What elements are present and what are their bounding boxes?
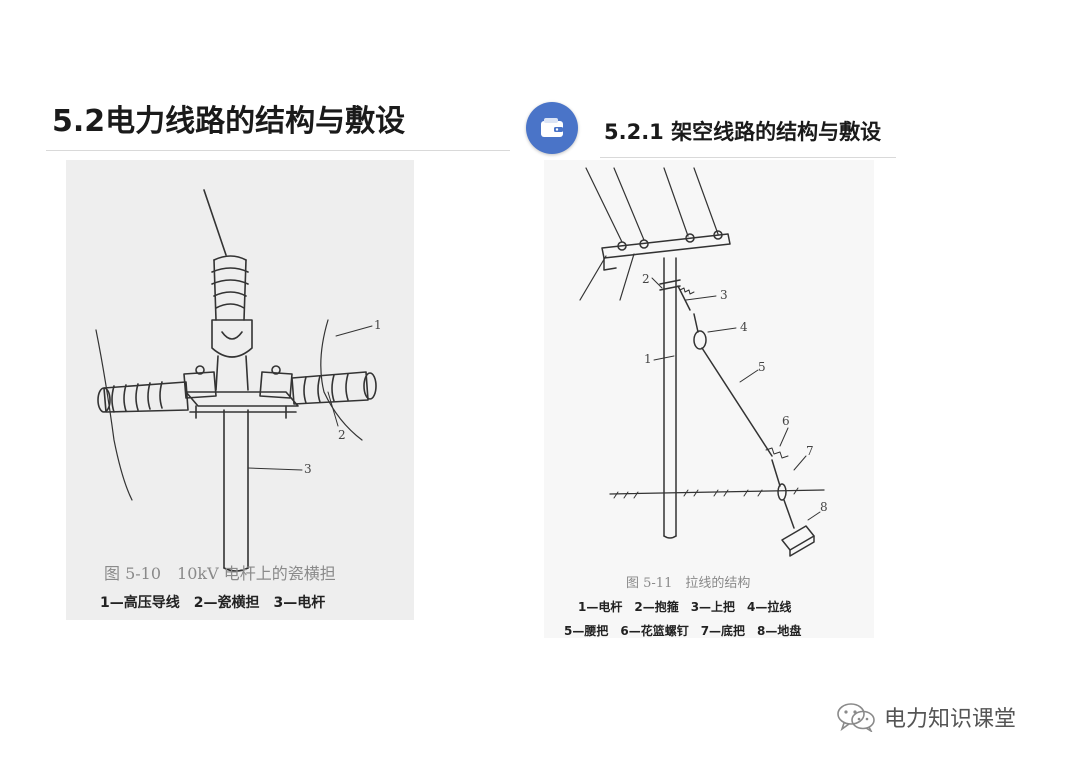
figure-caption-legend-line2: 5—腰把 6—花篮螺钉 7—底把 8—地盘 bbox=[564, 624, 802, 638]
label-5: 5 bbox=[758, 360, 766, 374]
figure-porcelain-crossarm: 1 2 3 图 5-10 10kV 电杆上的瓷横担 1—高压导线 2—瓷横担 3… bbox=[66, 160, 414, 620]
label-2: 2 bbox=[642, 272, 650, 286]
label-1: 1 bbox=[644, 352, 652, 366]
label-3: 3 bbox=[304, 462, 312, 476]
title-divider bbox=[46, 150, 510, 151]
label-2: 2 bbox=[338, 428, 346, 442]
wechat-icon bbox=[837, 703, 875, 732]
guywire-drawing bbox=[579, 167, 825, 557]
label-3: 3 bbox=[720, 288, 728, 302]
label-8: 8 bbox=[820, 500, 828, 514]
wallet-icon bbox=[541, 118, 563, 137]
crossarm-drawing bbox=[95, 189, 377, 572]
section-divider bbox=[600, 157, 896, 158]
label-6: 6 bbox=[782, 414, 790, 428]
page-title: 5.2电力线路的结构与敷设 bbox=[52, 104, 406, 139]
figure-caption-title: 图 5-11 拉线的结构 bbox=[626, 576, 751, 591]
figure-guy-wire: 2 3 4 1 5 6 7 8 图 5-11 拉线的结构 1—电杆 2—抱箍 3… bbox=[544, 160, 874, 638]
figure-caption-title: 图 5-10 10kV 电杆上的瓷横担 bbox=[104, 564, 336, 583]
section-badge bbox=[526, 102, 578, 154]
label-1: 1 bbox=[374, 318, 382, 332]
watermark: 电力知识课堂 bbox=[836, 700, 1016, 734]
section-title: 5.2.1 架空线路的结构与敷设 bbox=[604, 120, 882, 144]
label-7: 7 bbox=[806, 444, 814, 458]
figure-caption-legend-line1: 1—电杆 2—抱箍 3—上把 4—拉线 bbox=[578, 600, 792, 614]
watermark-text: 电力知识课堂 bbox=[884, 707, 1017, 732]
label-4: 4 bbox=[740, 320, 748, 334]
figure-caption-legend: 1—高压导线 2—瓷横担 3—电杆 bbox=[100, 595, 326, 611]
